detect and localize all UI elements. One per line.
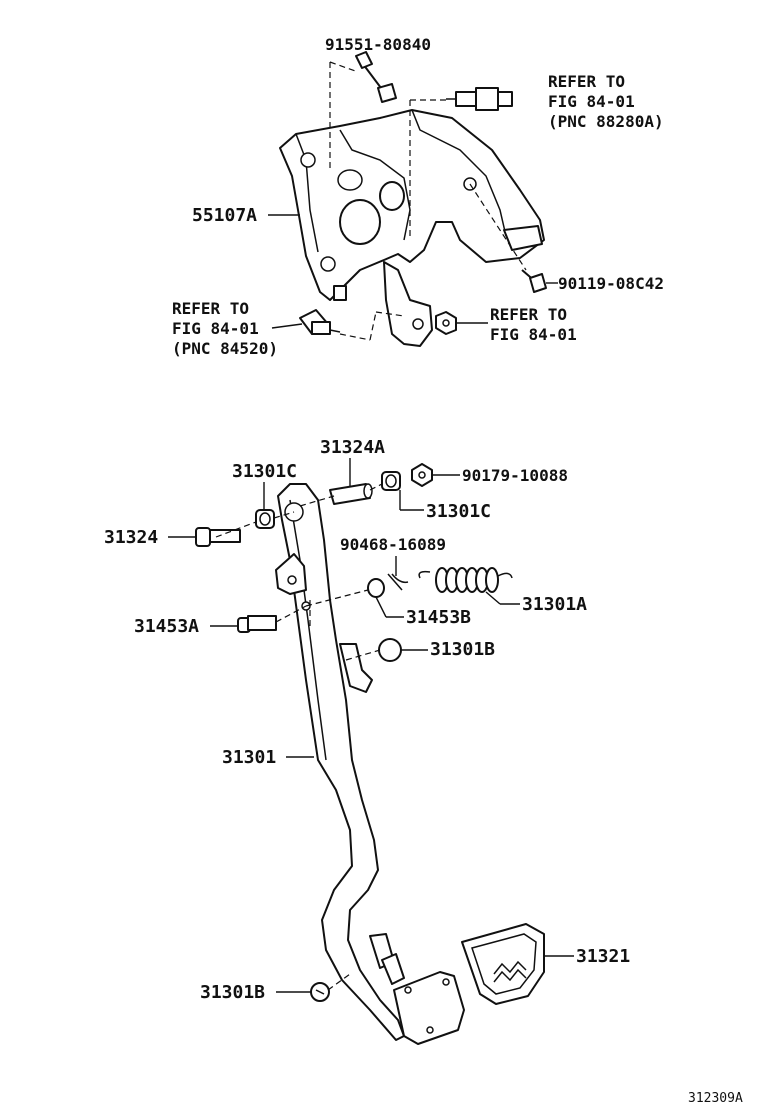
label-31301B-top: 31301B	[430, 639, 495, 660]
pedal-link-icon	[383, 261, 433, 347]
pin-31324-icon	[195, 527, 241, 547]
label-refer-left-3: (PNC 84520)	[172, 339, 278, 358]
bushing-31453B-icon	[367, 578, 385, 598]
label-31324A: 31324A	[320, 437, 385, 458]
bolt-top-icon	[355, 51, 397, 103]
bushing-right-icon	[381, 471, 401, 491]
label-refer-right-2: FIG 84-01	[490, 325, 577, 344]
label-90179-10088: 90179-10088	[462, 466, 568, 485]
label-90468-16089: 90468-16089	[340, 535, 446, 554]
collar-31324A-icon	[329, 483, 373, 505]
label-31301A: 31301A	[522, 594, 587, 615]
label-31301: 31301	[222, 747, 276, 768]
pedal-bracket-icon	[279, 109, 545, 301]
sensor-icon	[299, 309, 341, 335]
label-31301C-right: 31301C	[426, 501, 491, 522]
bolt-right-icon	[521, 269, 547, 293]
return-spring-icon	[418, 567, 513, 593]
stopper-bottom-icon	[310, 982, 330, 1002]
clip-icon	[387, 573, 409, 591]
bracket-assembly	[279, 51, 547, 347]
label-91551-80840: 91551-80840	[325, 35, 431, 54]
label-55107A: 55107A	[192, 205, 257, 226]
label-refer-top-2: FIG 84-01	[548, 92, 635, 111]
label-31453B: 31453B	[406, 607, 471, 628]
label-31453A: 31453A	[134, 616, 199, 637]
figure-id: 312309A	[688, 1091, 743, 1106]
label-refer-left-1: REFER TO	[172, 299, 249, 318]
label-refer-top-1: REFER TO	[548, 72, 625, 91]
label-31301C-left: 31301C	[232, 461, 297, 482]
label-31301B-bottom: 31301B	[200, 982, 265, 1003]
bushing-left-icon	[255, 509, 275, 529]
label-31321: 31321	[576, 946, 630, 967]
stop-lamp-switch-icon	[446, 87, 513, 111]
stopper-top-icon	[378, 638, 402, 662]
label-31324: 31324	[104, 527, 158, 548]
pin-31453A-icon	[237, 615, 277, 633]
pedal-assembly	[195, 463, 545, 1045]
label-refer-right-1: REFER TO	[490, 305, 567, 324]
label-90119-08C42: 90119-08C42	[558, 274, 664, 293]
label-refer-left-2: FIG 84-01	[172, 319, 259, 338]
label-refer-top-3: (PNC 88280A)	[548, 112, 664, 131]
